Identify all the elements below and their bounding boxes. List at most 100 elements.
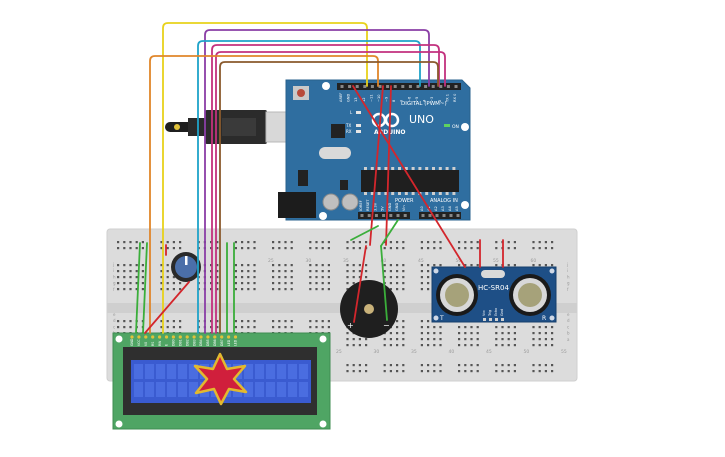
header-pin[interactable]: [446, 85, 450, 88]
breadboard-hole: [352, 344, 355, 347]
header-pin[interactable]: [428, 214, 432, 217]
header-pin[interactable]: [449, 214, 453, 217]
lcd-cell: [156, 364, 165, 379]
header-pin[interactable]: [396, 214, 400, 217]
header-pin[interactable]: [431, 85, 435, 88]
breadboard-hole: [507, 264, 510, 267]
lcd-pin[interactable]: [192, 335, 196, 339]
breadboard-hole: [216, 241, 219, 244]
lcd-pin[interactable]: [220, 335, 224, 339]
header-pin[interactable]: [403, 214, 407, 217]
breadboard-hole: [117, 276, 120, 279]
potentiometer[interactable]: [171, 252, 201, 282]
header-pin[interactable]: [355, 85, 359, 88]
header-pin[interactable]: [442, 214, 446, 217]
breadboard-hole: [358, 370, 361, 373]
lcd-pin[interactable]: [144, 335, 148, 339]
breadboard-hole: [470, 326, 473, 329]
breadboard-hole: [284, 320, 287, 323]
lcd-pin[interactable]: [199, 335, 203, 339]
lcd-pin[interactable]: [233, 335, 238, 339]
breadboard-hole: [247, 241, 250, 244]
breadboard-hole: [464, 241, 467, 244]
breadboard-hole: [234, 264, 237, 267]
lcd-pin[interactable]: [151, 335, 155, 339]
breadboard-hole: [172, 282, 175, 285]
header-pin[interactable]: [363, 85, 367, 88]
breadboard-hole: [544, 247, 547, 250]
arduino-model: UNO: [409, 113, 434, 126]
breadboard-hole: [234, 247, 237, 250]
lcd-pin[interactable]: [178, 335, 182, 339]
sensor-pin-label: Vcc: [482, 310, 486, 316]
lcd-pin[interactable]: [158, 335, 162, 339]
breadboard-hole: [439, 344, 442, 347]
lcd-pin[interactable]: [164, 335, 169, 339]
header-pin[interactable]: [401, 85, 405, 88]
breadboard-hole: [501, 338, 504, 341]
pin-label: 2: [438, 100, 442, 102]
breadboard-hole: [315, 282, 318, 285]
breadboard-hole: [166, 264, 169, 267]
lcd-pin[interactable]: [185, 335, 189, 339]
sensor-pin[interactable]: [495, 318, 498, 321]
lcd-pin[interactable]: [227, 335, 231, 339]
lcd-pin[interactable]: [130, 335, 134, 339]
breadboard-hole: [439, 326, 442, 329]
lcd-pin[interactable]: [137, 335, 141, 339]
sensor-pin[interactable]: [489, 318, 492, 321]
lcd-cell: [156, 382, 165, 397]
crystal: [319, 147, 351, 159]
reset-button-cap[interactable]: [297, 89, 305, 97]
header-pin[interactable]: [393, 85, 397, 88]
breadboard-hole: [389, 370, 392, 373]
header-pin[interactable]: [435, 214, 439, 217]
header-pin[interactable]: [340, 85, 344, 88]
breadboard-hole: [396, 320, 399, 323]
pin-label: 12: [362, 97, 366, 102]
header-pin[interactable]: [367, 214, 371, 217]
header-pin[interactable]: [348, 85, 352, 88]
header-pin[interactable]: [370, 85, 374, 88]
header-pin[interactable]: [439, 85, 443, 88]
header-pin[interactable]: [424, 85, 428, 88]
header-pin[interactable]: [454, 85, 458, 88]
header-pin[interactable]: [386, 85, 390, 88]
header-pin[interactable]: [408, 85, 412, 88]
wire-purple: [204, 29, 430, 334]
lcd-pin[interactable]: [206, 335, 210, 339]
header-pin[interactable]: [416, 85, 420, 88]
breadboard-hole: [129, 241, 132, 244]
breadboard-hole: [383, 338, 386, 341]
regulator: [298, 170, 308, 186]
header-pin[interactable]: [456, 214, 460, 217]
header-pin[interactable]: [378, 85, 382, 88]
header-pin[interactable]: [382, 214, 386, 217]
breadboard-hole: [427, 288, 430, 291]
lcd-pin-label: DB3: [192, 339, 196, 346]
breadboard-hole: [389, 247, 392, 250]
sensor-pin[interactable]: [501, 318, 504, 321]
breadboard-hole: [234, 326, 237, 329]
header-pin[interactable]: [389, 214, 393, 217]
sensor-pin[interactable]: [483, 318, 486, 321]
header-pin[interactable]: [360, 214, 364, 217]
header-pin[interactable]: [421, 214, 425, 217]
breadboard-hole: [476, 264, 479, 267]
breadboard-hole: [247, 320, 250, 323]
power-jack: [278, 192, 316, 218]
lcd-pin[interactable]: [213, 335, 217, 339]
breadboard-hole: [179, 320, 182, 323]
breadboard-hole: [117, 320, 120, 323]
breadboard-hole: [358, 344, 361, 347]
breadboard-hole: [272, 288, 275, 291]
lcd-cell: [244, 364, 253, 379]
header-pin[interactable]: [374, 214, 378, 217]
breadboard-hole: [278, 247, 281, 250]
lcd-pin-label: E: [165, 344, 169, 346]
breadboard-column-number: 60: [531, 258, 537, 264]
pin-label: Vin: [402, 205, 406, 211]
lcd-pin[interactable]: [171, 335, 175, 339]
breadboard-hole: [396, 288, 399, 291]
